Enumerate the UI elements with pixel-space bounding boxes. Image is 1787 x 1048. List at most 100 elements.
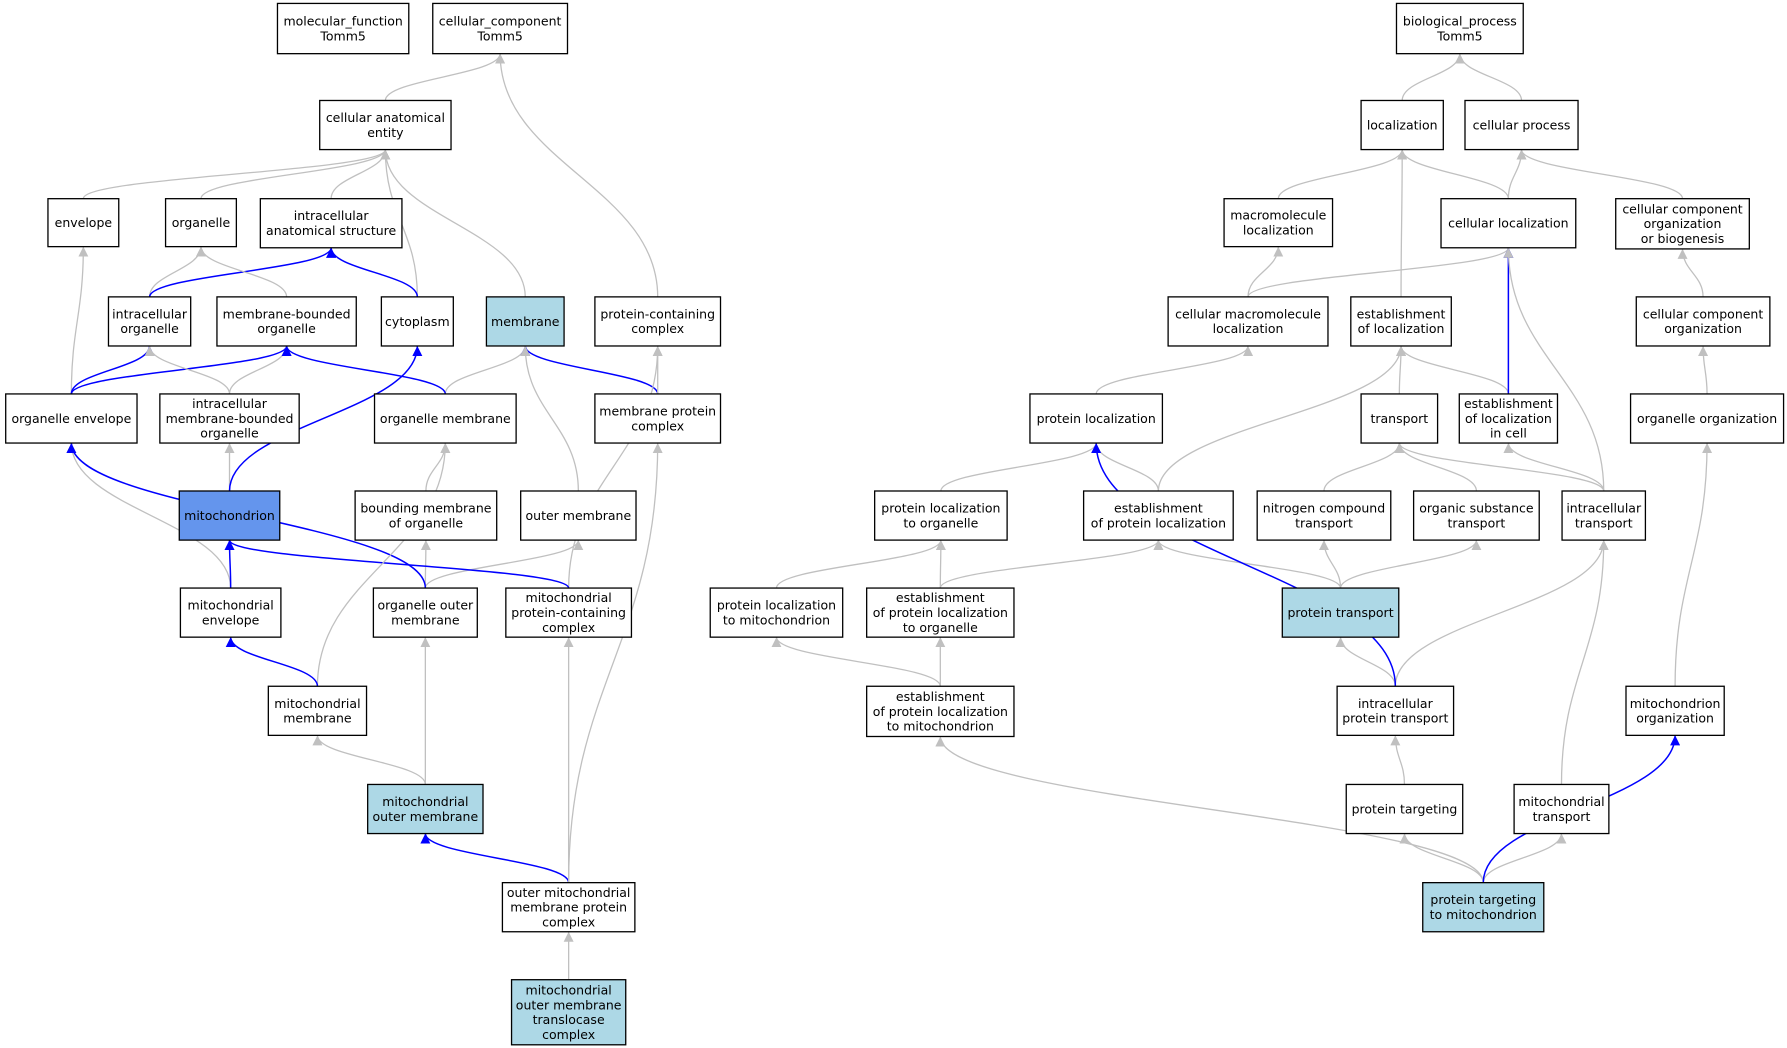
node-label: membrane bbox=[283, 711, 352, 726]
node-org_org[interactable]: organelle organization bbox=[1629, 393, 1785, 444]
node-cell_loc[interactable]: cellular localization bbox=[1440, 198, 1577, 249]
edge-ipt-to-ict bbox=[1394, 540, 1609, 687]
node-box bbox=[1082, 490, 1234, 541]
node-label: complex bbox=[631, 321, 684, 336]
edge-localization-to-bp_root bbox=[1401, 53, 1465, 101]
edge-mito_trans-to-ict bbox=[1560, 540, 1609, 785]
node-outer_mem[interactable]: outer membrane bbox=[520, 490, 637, 541]
node-label: of protein localization bbox=[1091, 515, 1226, 530]
node-label: Tomm5 bbox=[476, 28, 522, 43]
node-label: mitochondrial bbox=[382, 794, 468, 809]
node-label: mitochondrial bbox=[526, 982, 612, 997]
node-cell_proc[interactable]: cellular process bbox=[1464, 99, 1579, 151]
node-label: organelle bbox=[120, 321, 179, 336]
edge-ompc-to-mpc bbox=[567, 443, 663, 883]
node-label: entity bbox=[367, 125, 404, 140]
node-box bbox=[5, 393, 138, 444]
node-prot_loc[interactable]: protein localization bbox=[1029, 393, 1164, 444]
node-box bbox=[510, 979, 627, 1046]
edge-pltm-to-plto bbox=[775, 539, 946, 589]
edge-est_loc-to-localization bbox=[1397, 149, 1408, 297]
node-label: establishment bbox=[1464, 396, 1553, 411]
node-org_env[interactable]: organelle envelope bbox=[5, 393, 138, 444]
node-label: organization bbox=[1644, 216, 1722, 231]
edge-ccob-to-cell_proc bbox=[1516, 149, 1684, 199]
node-label: envelope bbox=[55, 215, 113, 230]
node-box bbox=[432, 2, 569, 55]
edge-org_mem-to-mbo bbox=[281, 345, 447, 395]
node-label: outer membrane bbox=[526, 508, 632, 523]
node-label: organic substance bbox=[1419, 501, 1534, 516]
edge-eplo-to-plto bbox=[935, 540, 946, 589]
node-localization[interactable]: localization bbox=[1360, 99, 1444, 151]
edge-mom-to-mito_mem bbox=[312, 735, 426, 785]
edge-cco-to-ccob bbox=[1677, 248, 1704, 297]
node-membrane[interactable]: membrane bbox=[485, 296, 565, 347]
node-label: to organelle bbox=[903, 515, 978, 530]
edge-ost-to-transport bbox=[1394, 442, 1478, 492]
node-box bbox=[1561, 490, 1647, 541]
edge-oom-to-outer_mem bbox=[424, 539, 584, 589]
node-box bbox=[1629, 393, 1785, 444]
node-label: organelle envelope bbox=[11, 411, 131, 426]
node-label: of localization bbox=[1358, 321, 1445, 336]
node-label: organelle bbox=[200, 426, 259, 441]
node-label: membrane bbox=[391, 612, 460, 627]
node-box bbox=[1360, 99, 1444, 151]
node-prot_target[interactable]: protein targeting bbox=[1345, 783, 1464, 835]
edge-bmo-to-org_mem bbox=[425, 443, 451, 492]
edge-mpcc-to-mito bbox=[224, 539, 570, 589]
node-organelle[interactable]: organelle bbox=[164, 198, 238, 248]
node-org_mem[interactable]: organelle membrane bbox=[373, 393, 517, 444]
node-cytoplasm[interactable]: cytoplasm bbox=[380, 296, 454, 347]
node-label: protein-containing bbox=[600, 306, 715, 321]
node-label: protein-containing bbox=[511, 605, 626, 620]
node-transport[interactable]: transport bbox=[1360, 393, 1439, 444]
node-mito[interactable]: mitochondrion bbox=[178, 490, 281, 541]
node-label: complex bbox=[542, 914, 595, 929]
node-label: localization bbox=[1243, 222, 1314, 237]
node-label: protein localization bbox=[881, 501, 1000, 516]
node-prot_trans[interactable]: protein transport bbox=[1281, 587, 1400, 638]
edge-plto-to-prot_loc bbox=[940, 442, 1102, 492]
node-box bbox=[520, 490, 637, 541]
node-envelope[interactable]: envelope bbox=[47, 198, 120, 248]
edge-prot_trans-to-ost bbox=[1339, 539, 1482, 589]
